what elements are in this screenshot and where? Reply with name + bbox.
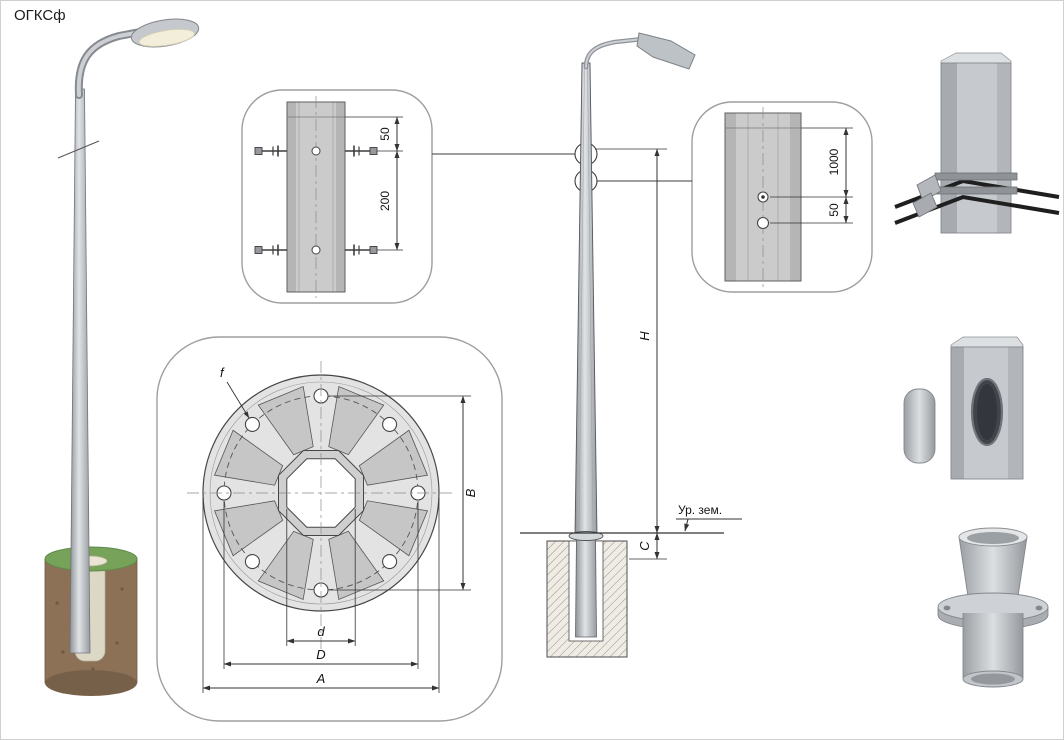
pole-facet — [997, 63, 1011, 233]
flange-bolt — [943, 605, 951, 611]
dim-C: C — [637, 541, 652, 551]
callout-clamp-detail: 50 200 — [241, 89, 433, 304]
callout-flange-plan: f B d D A — [156, 336, 503, 722]
soil-speckle — [120, 587, 124, 591]
wedge-clamp — [912, 192, 938, 218]
pole-facet-right — [336, 102, 345, 292]
photo-pole-overview — [44, 18, 200, 696]
band-clamp — [934, 186, 1018, 195]
dim-d: d — [317, 624, 325, 639]
dim-B: B — [463, 488, 478, 497]
bolt-hole — [311, 146, 321, 156]
dim-H: H — [637, 331, 652, 341]
dim-50: 50 — [378, 127, 392, 141]
band-clamp — [934, 172, 1018, 181]
lamp-arm-highlight — [76, 30, 142, 97]
luminaire-photo — [130, 18, 200, 48]
dim-D: D — [316, 647, 325, 662]
dim-f: f — [220, 365, 225, 380]
ground-level-arrow — [684, 518, 690, 532]
socket-opening — [967, 532, 1019, 544]
page-title: ОГКСф — [14, 7, 66, 24]
pole-facet-left — [287, 102, 296, 292]
door-cover — [903, 388, 936, 464]
pole-shaft-elevation — [574, 62, 598, 536]
pole-shaft-photo — [69, 88, 91, 654]
f-leader — [226, 381, 250, 419]
flange-bolt — [1035, 605, 1043, 611]
pole-elevation: H C Ур. зем. — [520, 32, 742, 658]
bolt-hole — [311, 245, 321, 255]
lamp-arm-elevation — [583, 36, 646, 70]
cable — [894, 178, 1060, 209]
dim-50: 50 — [827, 203, 841, 217]
cable-hole — [756, 216, 770, 230]
soil-speckle — [115, 641, 119, 645]
luminaire-elevation — [636, 32, 696, 70]
foundation-bottom — [45, 670, 137, 696]
base-flange-edge — [568, 531, 604, 541]
pole-facet-left — [725, 113, 736, 281]
pole-facet — [951, 347, 964, 479]
dim-1000: 1000 — [827, 148, 841, 175]
ground-level-label: Ур. зем. — [678, 503, 722, 517]
wedge-clamp — [916, 174, 942, 202]
photo-access-door — [903, 336, 1024, 480]
dim-200: 200 — [378, 191, 392, 211]
pole-facet — [957, 63, 997, 233]
lamp-arm-photo — [74, 28, 144, 99]
skirt-bottom-opening — [971, 673, 1015, 685]
pole-embedded-part — [575, 534, 597, 638]
photo-cable-clamp — [894, 52, 1060, 234]
detail-leaders — [432, 142, 692, 193]
dim-A: A — [316, 671, 326, 686]
door-opening-inner — [977, 384, 997, 440]
soil-speckle — [55, 601, 59, 605]
soil-speckle — [91, 667, 95, 671]
ground-bolt-dot — [761, 195, 765, 199]
pole-facet — [941, 63, 957, 233]
soil-speckle — [61, 650, 65, 654]
break-mark — [57, 140, 100, 159]
callout-cable-detail: 1000 50 — [691, 101, 873, 293]
pole-facet — [1008, 347, 1023, 479]
photo-base-shoe — [937, 527, 1049, 688]
